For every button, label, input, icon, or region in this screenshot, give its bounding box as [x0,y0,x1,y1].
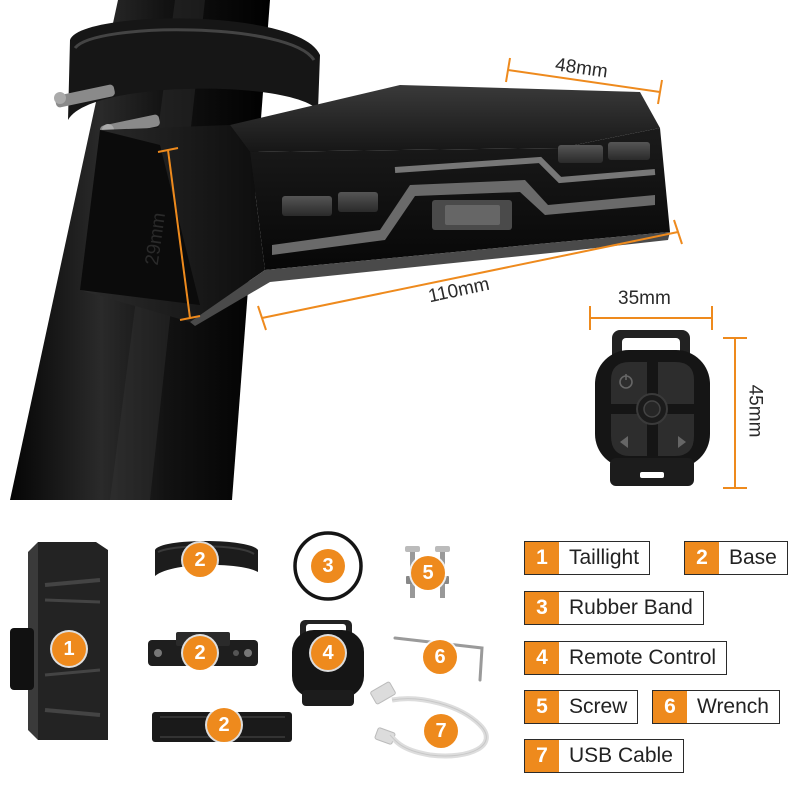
legend-usb-cable: 7 USB Cable [524,739,684,773]
badge-base-strap: 2 [207,708,241,742]
legend-num: 2 [685,542,719,574]
legend-label: Remote Control [569,646,717,669]
dimension-lines [157,57,747,489]
legend-num: 3 [525,592,559,624]
badge-screw: 5 [411,556,445,590]
dimension-45mm: 45mm [744,384,766,438]
badge-rubber-band: 3 [311,549,345,583]
part-usb-cable [370,681,489,759]
part-rubber-band [293,531,363,601]
legend-num: 6 [653,691,687,723]
legend-label: Rubber Band [569,596,693,619]
legend-label: Wrench [697,695,769,718]
legend-label: USB Cable [569,744,673,767]
legend-taillight: 1 Taillight [524,541,651,575]
legend-wrench: 6 Wrench [652,690,780,724]
badge-remote-control: 4 [311,636,345,670]
legend-rubber-band: 3 Rubber Band [524,591,704,625]
part-wrench [393,636,484,682]
legend-label: Screw [569,695,628,718]
taillight-scene [10,0,747,500]
legend-label: Taillight [569,546,640,569]
legend-num: 5 [525,691,559,723]
badge-usb-cable: 7 [424,714,458,748]
badge-base-mount: 2 [183,636,217,670]
legend-screw: 5 Screw [524,690,639,724]
legend-num: 4 [525,642,559,674]
part-taillight [10,542,108,740]
badge-base-clamp: 2 [183,543,217,577]
badge-taillight: 1 [52,632,86,666]
legend-label: Base [729,546,777,569]
legend-base: 2 Base [684,541,788,575]
legend-remote-control: 4 Remote Control [524,641,728,675]
dimension-35mm: 35mm [618,288,671,309]
legend-num: 1 [525,542,559,574]
badge-wrench: 6 [423,640,457,674]
remote-control-large [595,330,710,486]
legend-num: 7 [525,740,559,772]
taillight-body [80,85,670,326]
